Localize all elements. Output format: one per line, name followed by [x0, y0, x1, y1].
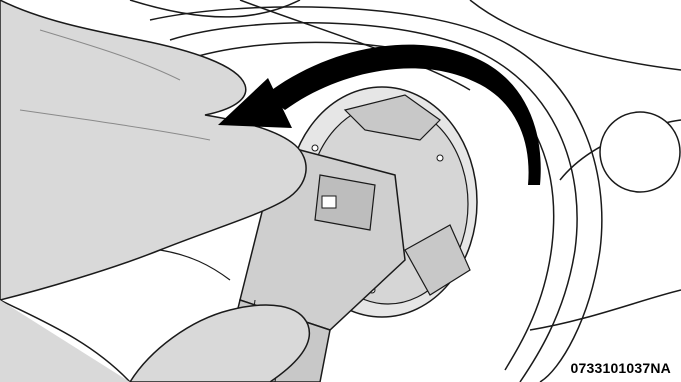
housing-round-feature	[600, 112, 680, 192]
figure-part-number: 0733101037NA	[568, 359, 674, 377]
hand-lower	[0, 300, 309, 382]
